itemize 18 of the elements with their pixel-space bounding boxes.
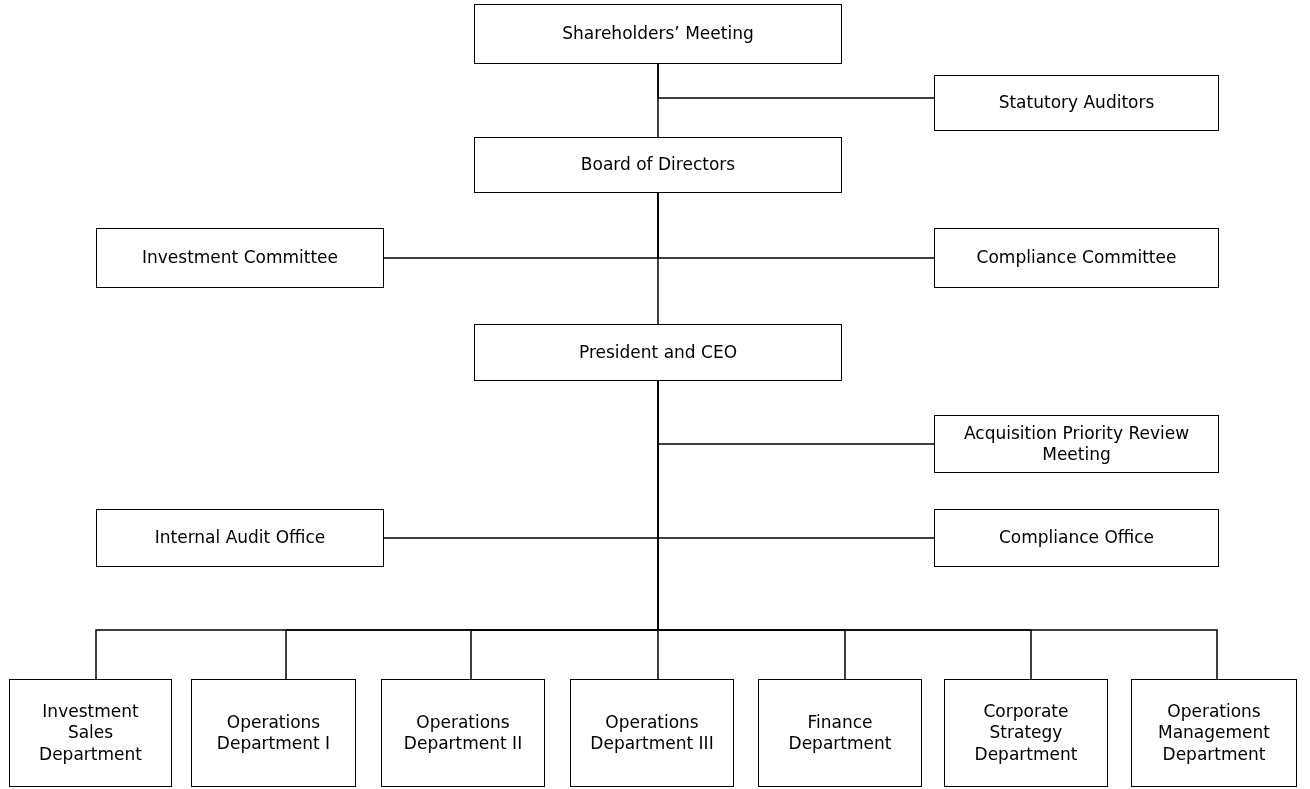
connector-line xyxy=(657,192,659,325)
org-box: Corporate Strategy Department xyxy=(944,679,1108,787)
connector-line xyxy=(657,63,935,99)
org-box: Operations Department II xyxy=(381,679,545,787)
org-box: Investment Sales Department xyxy=(9,679,172,787)
org-box: Operations Department I xyxy=(191,679,356,787)
org-box: Investment Committee xyxy=(96,228,384,288)
org-box: Shareholders’ Meeting xyxy=(474,4,842,64)
org-box: Acquisition Priority Review Meeting xyxy=(934,415,1219,473)
org-box: President and CEO xyxy=(474,324,842,381)
org-box: Compliance Office xyxy=(934,509,1219,567)
org-box: Operations Department III xyxy=(570,679,734,787)
org-box: Board of Directors xyxy=(474,137,842,193)
org-box: Compliance Committee xyxy=(934,228,1219,288)
org-box: Finance Department xyxy=(758,679,922,787)
org-box: Operations Management Department xyxy=(1131,679,1297,787)
org-box: Internal Audit Office xyxy=(96,509,384,567)
org-box: Statutory Auditors xyxy=(934,75,1219,131)
